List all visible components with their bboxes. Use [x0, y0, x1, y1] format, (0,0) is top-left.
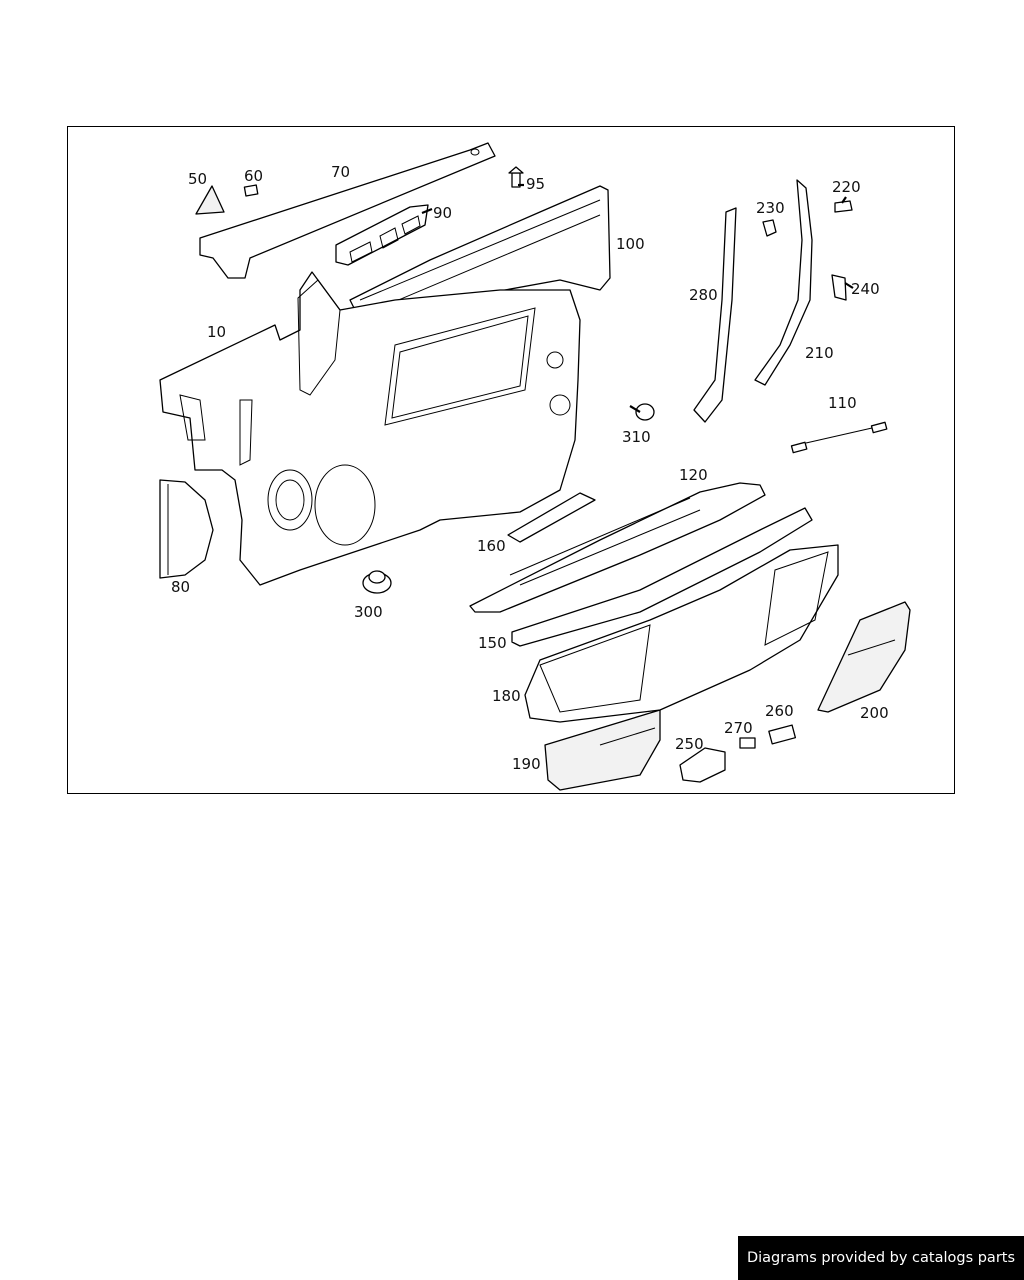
part-240-bracket	[831, 274, 847, 301]
label-210: 210	[805, 344, 834, 362]
part-220-clip	[834, 200, 853, 213]
part-180-trim-carrier	[524, 544, 839, 723]
label-60: 60	[244, 167, 263, 185]
part-90-switch-bezel	[335, 204, 429, 266]
label-230: 230	[756, 199, 785, 217]
credit-banner: Diagrams provided by catalogs parts	[738, 1236, 1024, 1280]
part-80-speaker-cover	[159, 479, 214, 579]
label-280: 280	[689, 286, 718, 304]
part-190-pocket-cover	[544, 709, 661, 791]
label-200: 200	[860, 704, 889, 722]
part-10-inner-panel	[159, 271, 581, 586]
label-220: 220	[832, 178, 861, 196]
part-120-armrest-carrier	[469, 482, 766, 613]
label-180: 180	[492, 687, 521, 705]
part-300-grommet	[362, 570, 392, 594]
label-190: 190	[512, 755, 541, 773]
label-120: 120	[679, 466, 708, 484]
label-10: 10	[207, 323, 226, 341]
part-95-pin	[508, 166, 524, 188]
part-150-armrest-pad	[511, 507, 813, 647]
part-50-corner-cap	[195, 185, 225, 215]
label-70: 70	[331, 163, 350, 181]
label-260: 260	[765, 702, 794, 720]
label-80: 80	[171, 578, 190, 596]
part-110-cable	[790, 421, 888, 454]
label-240: 240	[851, 280, 880, 298]
label-110: 110	[828, 394, 857, 412]
label-270: 270	[724, 719, 753, 737]
part-70-upper-trim	[199, 142, 496, 279]
part-200-speaker-grille	[817, 601, 911, 713]
part-280-seal-strip	[693, 207, 737, 423]
part-270-bulb	[739, 737, 756, 749]
part-60-clip	[243, 184, 259, 197]
part-310-screw	[629, 403, 655, 421]
label-100: 100	[616, 235, 645, 253]
part-230-clip	[762, 219, 777, 237]
part-210-window-channel	[754, 179, 813, 386]
label-50: 50	[188, 170, 207, 188]
leader-arrows	[421, 183, 854, 289]
part-260-lamp-socket	[768, 724, 797, 745]
label-160: 160	[477, 537, 506, 555]
label-310: 310	[622, 428, 651, 446]
part-250-door-handle	[679, 747, 726, 783]
label-95: 95	[526, 175, 545, 193]
label-250: 250	[675, 735, 704, 753]
part-160-switch-panel	[507, 492, 596, 543]
label-150: 150	[478, 634, 507, 652]
label-300: 300	[354, 603, 383, 621]
label-90: 90	[433, 204, 452, 222]
